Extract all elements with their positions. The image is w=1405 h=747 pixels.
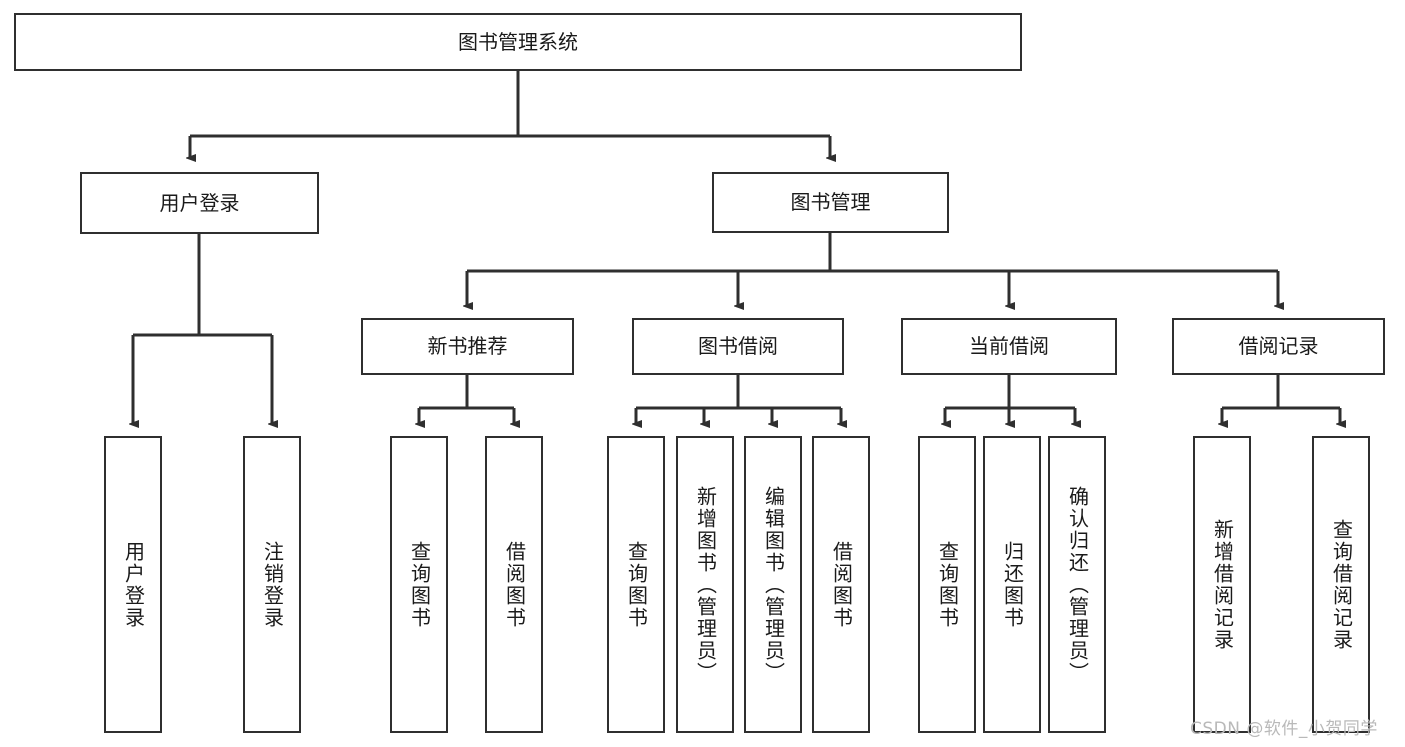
node-label: 当前借阅 — [969, 334, 1049, 358]
node-borrow-record[interactable]: 借阅记录 — [1172, 318, 1385, 375]
node-label: 图书管理系统 — [458, 29, 578, 54]
leaf-add-book-admin[interactable]: 新增图书（管理员） — [676, 436, 734, 733]
node-label: 编辑图书（管理员） — [761, 485, 786, 684]
node-label: 查询图书 — [935, 540, 960, 629]
leaf-borrow-book[interactable]: 借阅图书 — [812, 436, 870, 733]
node-current-borrow[interactable]: 当前借阅 — [901, 318, 1117, 375]
leaf-confirm-return-admin[interactable]: 确认归还（管理员） — [1048, 436, 1106, 733]
leaf-query-book-new-recommend[interactable]: 查询图书 — [390, 436, 448, 733]
node-label: 查询图书 — [407, 540, 432, 629]
node-label: 归还图书 — [1000, 540, 1025, 629]
leaf-query-book-current[interactable]: 查询图书 — [918, 436, 976, 733]
node-book-management[interactable]: 图书管理 — [712, 172, 949, 233]
node-label: 图书借阅 — [698, 334, 778, 358]
node-label: 新增图书（管理员） — [693, 485, 718, 684]
node-label: 用户登录 — [121, 540, 146, 629]
node-label: 新增借阅记录 — [1210, 518, 1235, 651]
node-label: 图书管理 — [790, 190, 871, 214]
csdn-watermark: CSDN @软件_小贺同学 — [1190, 719, 1378, 739]
node-label: 用户登录 — [159, 190, 240, 215]
leaf-query-book-borrow[interactable]: 查询图书 — [607, 436, 665, 733]
node-user-login[interactable]: 用户登录 — [80, 172, 319, 234]
node-label: 新书推荐 — [427, 334, 508, 358]
node-book-management-system[interactable]: 图书管理系统 — [14, 13, 1022, 71]
node-label: 借阅图书 — [829, 540, 854, 629]
leaf-query-borrow-record[interactable]: 查询借阅记录 — [1312, 436, 1370, 733]
node-label: 借阅图书 — [502, 540, 527, 629]
node-label: 查询图书 — [624, 540, 649, 629]
node-label: 查询借阅记录 — [1329, 518, 1354, 651]
node-label: 借阅记录 — [1238, 334, 1319, 358]
leaf-add-borrow-record[interactable]: 新增借阅记录 — [1193, 436, 1251, 733]
leaf-borrow-book-new-recommend[interactable]: 借阅图书 — [485, 436, 543, 733]
node-label: 注销登录 — [260, 540, 285, 629]
node-new-book-recommend[interactable]: 新书推荐 — [361, 318, 574, 375]
leaf-logout-login[interactable]: 注销登录 — [243, 436, 301, 733]
leaf-return-book[interactable]: 归还图书 — [983, 436, 1041, 733]
node-book-borrow[interactable]: 图书借阅 — [632, 318, 844, 375]
leaf-user-login[interactable]: 用户登录 — [104, 436, 162, 733]
leaf-edit-book-admin[interactable]: 编辑图书（管理员） — [744, 436, 802, 733]
node-label: 确认归还（管理员） — [1065, 485, 1090, 684]
